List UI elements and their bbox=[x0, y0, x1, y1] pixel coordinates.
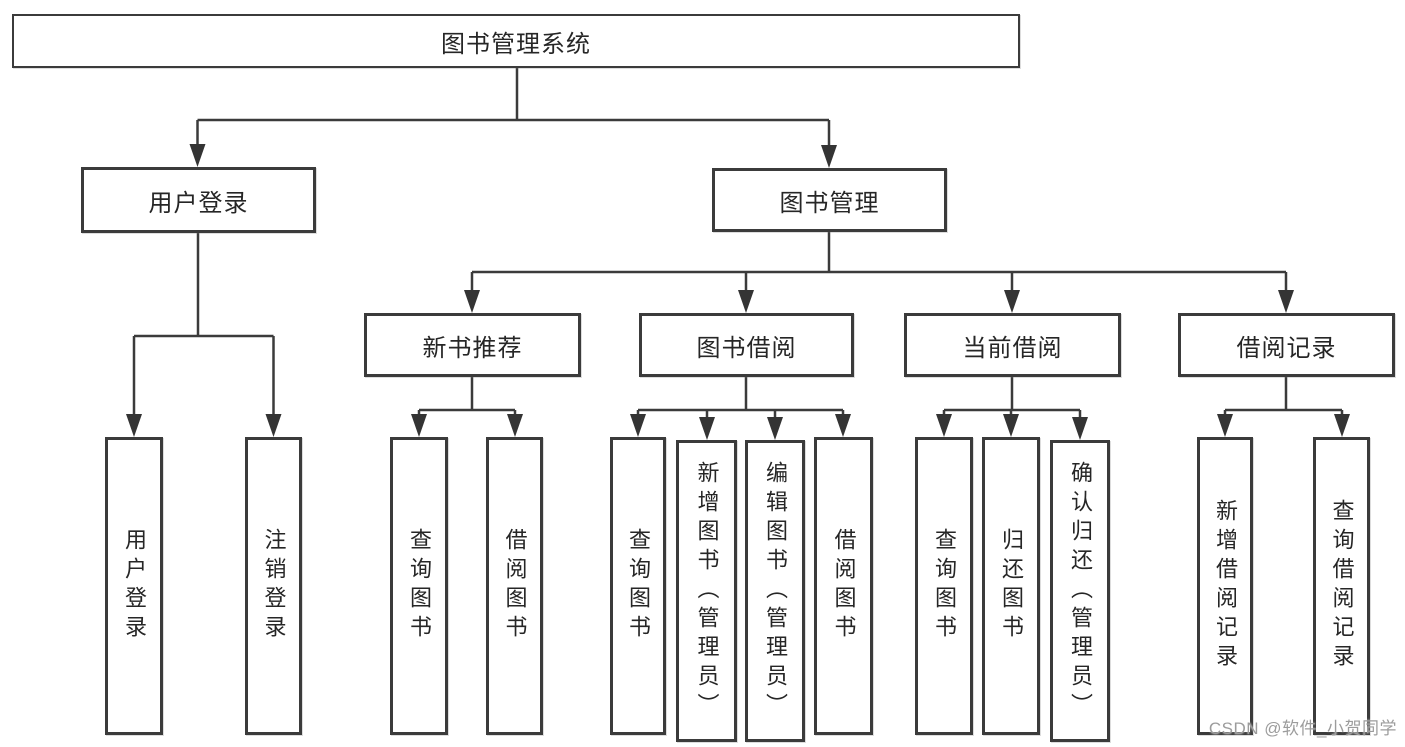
leaf-query-books-borrowing: 查询图书 bbox=[610, 437, 666, 735]
leaf-confirm-return-admin: 确认归还（管理员） bbox=[1050, 440, 1110, 742]
connector-user-login bbox=[126, 233, 282, 437]
leaf-query-books-current: 查询图书 bbox=[915, 437, 973, 735]
leaf-add-books-admin: 新增图书（管理员） bbox=[676, 440, 737, 742]
node-book-borrowing: 图书借阅 bbox=[639, 313, 854, 377]
node-library-management-system: 图书管理系统 bbox=[12, 14, 1020, 68]
leaf-edit-books-admin: 编辑图书（管理员） bbox=[745, 440, 805, 742]
leaf-query-books-newbook: 查询图书 bbox=[390, 437, 448, 735]
connector-new-book bbox=[411, 377, 523, 437]
connector-root bbox=[189, 68, 837, 168]
leaf-add-borrow-record: 新增借阅记录 bbox=[1197, 437, 1253, 735]
leaf-borrow-books-borrowing: 借阅图书 bbox=[814, 437, 873, 735]
node-new-book-recommendation: 新书推荐 bbox=[364, 313, 581, 377]
leaf-logout: 注销登录 bbox=[245, 437, 302, 735]
connector-records bbox=[1217, 377, 1350, 437]
connector-current bbox=[936, 377, 1088, 440]
watermark: CSDN @软件_小贺同学 bbox=[1208, 719, 1397, 738]
node-current-borrowing: 当前借阅 bbox=[904, 313, 1121, 377]
node-book-management: 图书管理 bbox=[712, 168, 947, 232]
connector-borrowing bbox=[630, 377, 851, 440]
leaf-query-borrow-record: 查询借阅记录 bbox=[1313, 437, 1370, 735]
connector-book-management bbox=[464, 232, 1294, 313]
leaf-user-login: 用户登录 bbox=[105, 437, 163, 735]
node-user-login: 用户登录 bbox=[81, 167, 316, 233]
leaf-borrow-books-newbook: 借阅图书 bbox=[486, 437, 543, 735]
node-borrowing-records: 借阅记录 bbox=[1178, 313, 1395, 377]
leaf-return-books: 归还图书 bbox=[982, 437, 1040, 735]
